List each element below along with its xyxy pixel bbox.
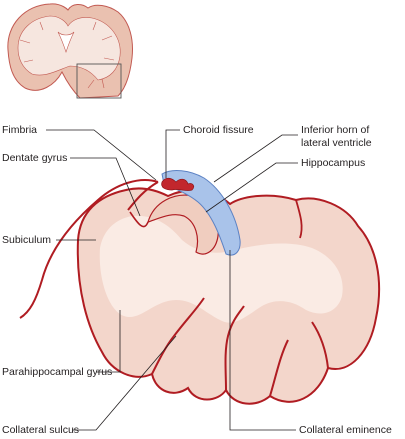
medial-temporal-section	[19, 170, 381, 405]
label-inferior-horn-line2: lateral ventricle	[301, 137, 372, 149]
leader-fimbria	[46, 129, 157, 181]
label-subiculum: Subiculum	[2, 234, 51, 246]
thumbnail-sulci	[19, 21, 115, 89]
sulcus-fold-2	[224, 305, 245, 391]
label-hippocampus: Hippocampus	[301, 157, 365, 169]
leader-lines	[46, 129, 298, 431]
coronal-section-thumbnail	[7, 3, 133, 99]
leader-collateral-sulcus	[72, 335, 177, 431]
dentate-gyrus-curve	[129, 211, 149, 228]
label-collateral-eminence: Collateral eminence	[299, 424, 392, 436]
sulcus-fold-3	[269, 339, 289, 397]
leader-choroid-fissure	[165, 129, 180, 178]
fimbria-edge	[127, 181, 159, 211]
inferior-horn-ventricle	[161, 170, 241, 256]
white-matter-core	[99, 215, 343, 323]
label-inferior-horn-line1: Inferior horn of	[301, 124, 369, 136]
thumbnail-locator-box	[76, 63, 122, 99]
label-collateral-sulcus: Collateral sulcus	[2, 424, 79, 436]
collateral-sulcus-fold	[151, 297, 205, 375]
label-fimbria: Fimbria	[2, 124, 37, 136]
leader-parahippocampal-gyrus	[96, 310, 121, 373]
choroid-plexus	[161, 177, 194, 191]
leader-dentate-gyrus	[70, 157, 141, 217]
label-parahippocampal-gyrus: Parahippocampal gyrus	[2, 366, 112, 378]
leader-collateral-eminence	[229, 250, 296, 431]
labels: Fimbria Dentate gyrus Subiculum Parahipp…	[2, 124, 392, 436]
thumbnail-ventricle	[57, 31, 75, 53]
sulcus-fold-4	[311, 321, 329, 369]
leader-inferior-horn	[213, 134, 298, 183]
label-dentate-gyrus: Dentate gyrus	[2, 152, 67, 164]
sulcus-fold-5	[295, 199, 303, 239]
leader-hippocampus	[205, 162, 298, 213]
label-choroid-fissure: Choroid fissure	[183, 124, 254, 136]
